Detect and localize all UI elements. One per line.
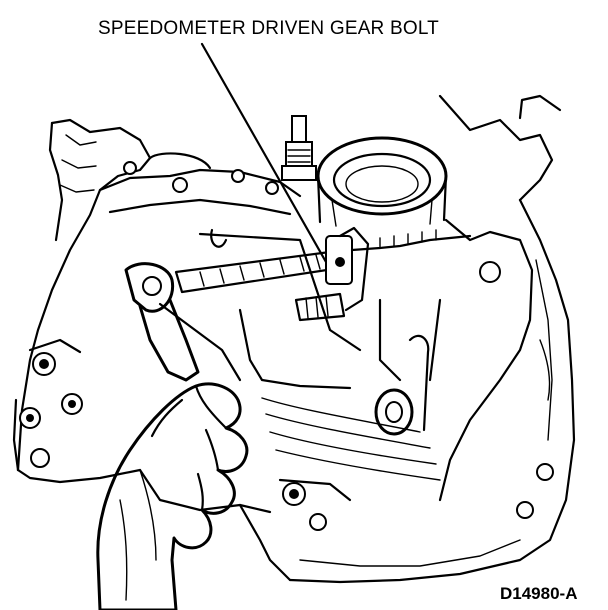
transaxle-case-outline — [16, 94, 576, 584]
lower-bolts — [278, 478, 352, 531]
case-bottom-edge — [12, 398, 521, 582]
left-flange-bolts — [19, 338, 83, 468]
speedometer-gear-bolt-label: SPEEDOMETER DRIVEN GEAR BOLT — [98, 18, 439, 39]
speedometer-gear-assembly — [174, 226, 472, 322]
vent-fitting — [281, 115, 317, 181]
case-right-side — [374, 218, 554, 519]
case-center-ribs — [198, 228, 442, 481]
wrench-tool — [124, 262, 242, 382]
figure-reference-code: D14980-A — [500, 584, 578, 603]
hand-with-wrench-icon — [96, 382, 249, 610]
upper-flange — [59, 134, 302, 216]
callout-leader-line — [200, 42, 328, 264]
output-bore — [316, 136, 448, 227]
